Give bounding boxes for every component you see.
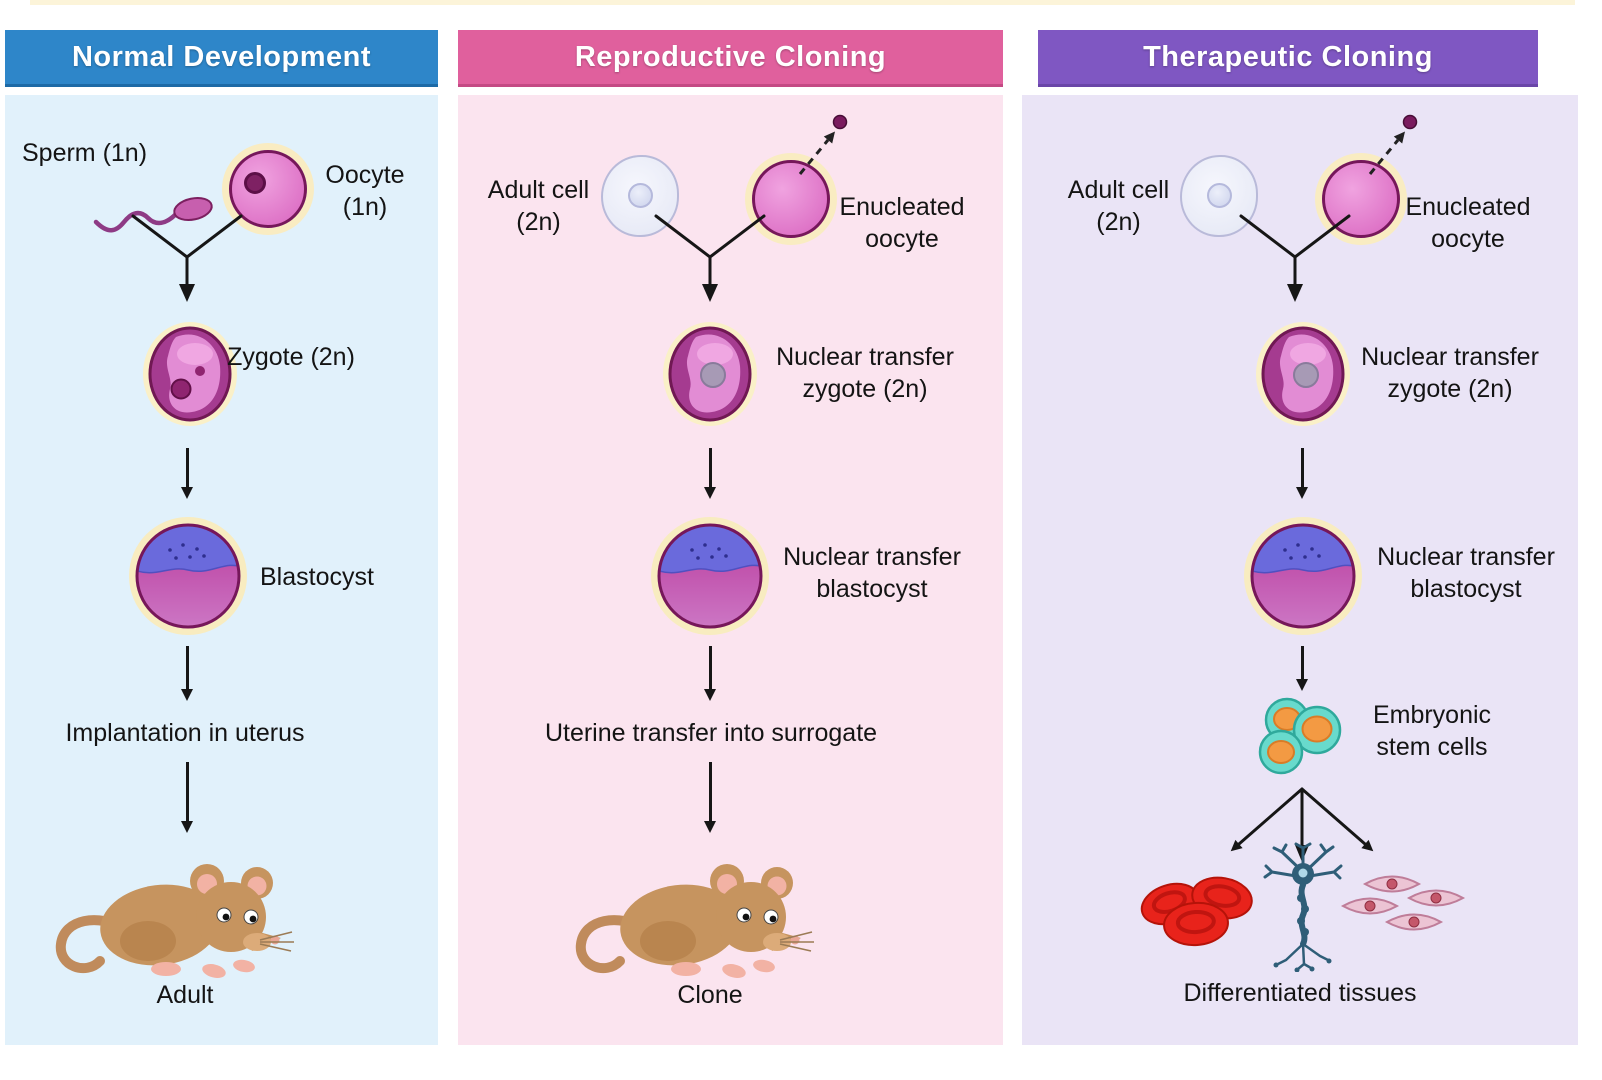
blastocyst-icon	[126, 514, 250, 638]
top-accent-strip	[30, 0, 1575, 5]
down-arrow	[181, 762, 193, 833]
nuclear-transfer-merge-arrow	[1225, 210, 1365, 305]
differentiated-tissues-label: Differentiated tissues	[1183, 979, 1417, 1007]
stem-cells-label: Embryonic stem cells	[1372, 701, 1492, 761]
sperm-icon	[90, 180, 230, 240]
header-normal-development: Normal Development	[5, 30, 438, 87]
blastocyst-label: Blastocyst	[260, 563, 374, 591]
nt-zygote-icon	[660, 318, 760, 430]
nt-blastocyst-icon	[1241, 514, 1365, 638]
nt-zygote-label: Nuclear transfer zygote (2n)	[776, 343, 954, 403]
adult-cell-label: Adult cell (2n)	[487, 176, 590, 236]
down-arrow	[1296, 646, 1308, 691]
nuclear-transfer-merge-arrow	[640, 210, 780, 305]
enucleated-oocyte-icon	[752, 160, 830, 238]
adult-cell-nucleus	[628, 182, 654, 208]
down-arrow	[704, 646, 716, 701]
red-blood-cells-icon	[1132, 862, 1262, 957]
implantation-step-label: Implantation in uterus	[65, 719, 305, 747]
nt-zygote-label: Nuclear transfer zygote (2n)	[1361, 343, 1539, 403]
nt-blastocyst-icon	[648, 514, 772, 638]
down-arrow	[704, 762, 716, 833]
enucleated-oocyte-label: Enucleated oocyte	[839, 193, 965, 253]
adult-result-label: Adult	[156, 981, 214, 1009]
adult-cell-label: Adult cell (2n)	[1067, 176, 1170, 236]
oocyte-label: Oocyte (1n)	[325, 161, 405, 221]
nucleus-removal-arrow	[1358, 112, 1424, 188]
mouse-icon	[568, 845, 818, 990]
mouse-icon	[48, 845, 298, 990]
down-arrow	[704, 448, 716, 499]
down-arrow	[1296, 448, 1308, 499]
nt-zygote-icon	[1253, 318, 1353, 430]
oocyte-nucleus	[244, 171, 267, 194]
uterine-transfer-step-label: Uterine transfer into surrogate	[544, 719, 878, 747]
muscle-cells-icon	[1340, 866, 1468, 944]
clone-result-label: Clone	[677, 981, 743, 1009]
nt-blastocyst-label: Nuclear transfer blastocyst	[1377, 543, 1555, 603]
nucleus-removal-arrow	[788, 112, 854, 188]
down-arrow	[181, 646, 193, 701]
adult-cell-nucleus	[1207, 182, 1233, 208]
sperm-label: Sperm (1n)	[22, 139, 148, 167]
adult-cell-icon	[1180, 155, 1258, 237]
removed-nucleus-icon	[1402, 114, 1418, 130]
nt-blastocyst-label: Nuclear transfer blastocyst	[783, 543, 961, 603]
differentiation-split-arrow	[1212, 786, 1392, 881]
zygote-label: Zygote (2n)	[227, 343, 355, 371]
fertilization-merge-arrow	[117, 210, 257, 305]
header-reproductive-cloning: Reproductive Cloning	[458, 30, 1003, 87]
down-arrow	[181, 448, 193, 499]
neuron-icon	[1258, 842, 1348, 972]
header-therapeutic-cloning: Therapeutic Cloning	[1038, 30, 1538, 87]
stem-cells-icon	[1247, 692, 1357, 780]
enucleated-oocyte-label: Enucleated oocyte	[1405, 193, 1531, 253]
zygote-icon	[140, 318, 240, 430]
removed-nucleus-icon	[832, 114, 848, 130]
